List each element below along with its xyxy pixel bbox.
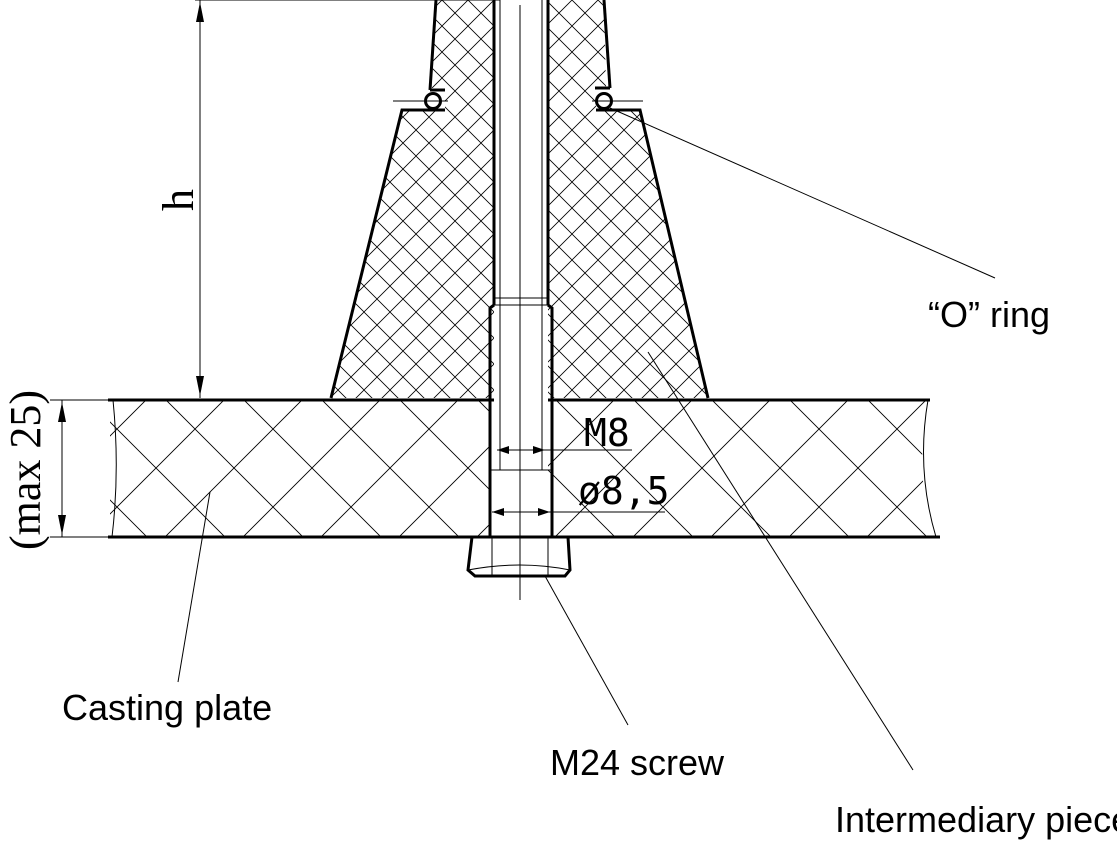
dimension-thread: M8	[497, 411, 632, 455]
height-label: h	[154, 189, 203, 211]
screw-shank	[488, 0, 554, 537]
m24-screw-leader	[544, 575, 629, 726]
intermediary-piece-leader	[647, 351, 914, 771]
o-ring-left	[393, 92, 448, 110]
o-ring-leader	[609, 107, 996, 279]
thread-label: M8	[584, 411, 630, 455]
max-thickness-label: (max 25)	[1, 390, 50, 550]
dimension-hole: ø8,5	[492, 469, 670, 516]
dimension-h: h	[154, 0, 500, 398]
leader-lines	[177, 107, 996, 771]
dimension-plate-thickness: (max 25)	[1, 390, 110, 550]
intermediary-piece-label: Intermediary piece	[835, 799, 1117, 840]
intermediary-piece	[329, 0, 710, 399]
casting-plate-label: Casting plate	[62, 687, 272, 728]
casting-plate-leader	[177, 491, 211, 683]
m24-screw-head	[466, 535, 572, 578]
o-ring-right	[592, 92, 643, 110]
m24-screw-label: M24 screw	[550, 742, 725, 783]
o-ring-label: “O” ring	[928, 294, 1050, 335]
hole-label: ø8,5	[578, 469, 670, 513]
